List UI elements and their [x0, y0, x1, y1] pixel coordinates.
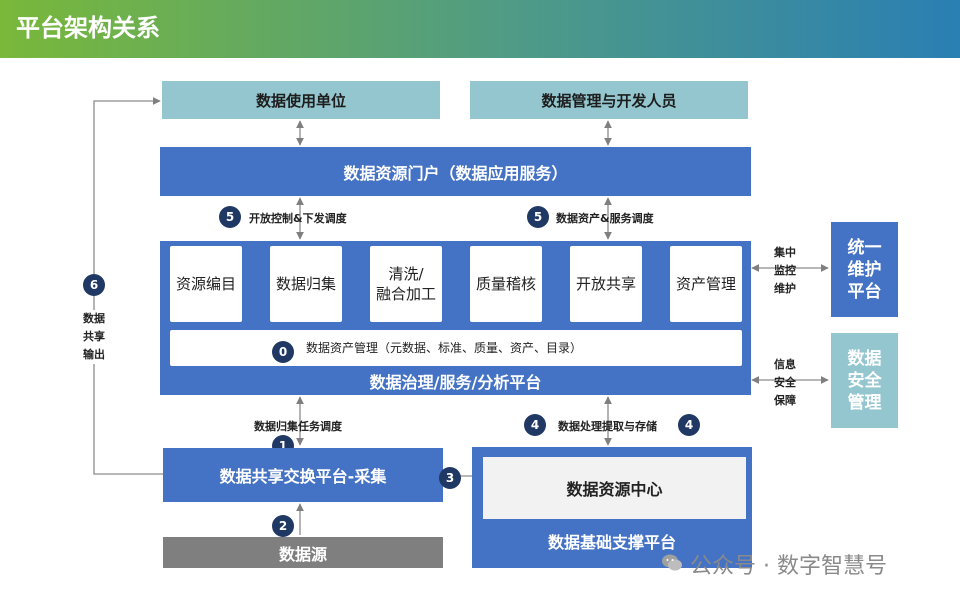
- title-banner: [0, 0, 960, 58]
- security-management-box: 数据 安全 管理: [831, 333, 898, 428]
- step-quality: 质量稽核: [470, 246, 542, 322]
- flow-badge-2: 2: [272, 515, 294, 537]
- data-users-box: 数据使用单位: [162, 81, 440, 119]
- unified-maintenance-box: 统一 维护 平台: [831, 222, 898, 317]
- step-asset: 资产管理: [670, 246, 742, 322]
- step-collect: 数据归集: [270, 246, 342, 322]
- governance-platform-label: 数据治理/服务/分析平台: [369, 373, 542, 392]
- page-title: 平台架构关系: [16, 14, 160, 42]
- asset-service-label: 数据资产&服务调度: [556, 212, 654, 225]
- share-output-label: 数据 共享 输出: [76, 310, 112, 364]
- resource-center-box: 数据资源中心: [483, 457, 746, 519]
- flow-badge-5-left: 5: [219, 206, 241, 228]
- asset-management-bar: [170, 330, 742, 366]
- foundation-platform-label: 数据基础支撑平台: [547, 533, 676, 552]
- flow-badge-4-right: 4: [678, 414, 700, 436]
- monitor-label: 集中 监控 维护: [774, 246, 796, 295]
- process-store-label: 数据处理提取与存储: [558, 420, 657, 433]
- step-catalog: 资源编目: [170, 246, 242, 322]
- governance-platform: [160, 241, 751, 395]
- step-cleanse: 清洗/ 融合加工: [370, 246, 442, 322]
- open-control-label: 开放控制&下发调度: [249, 212, 347, 225]
- flow-badge-5-right: 5: [527, 206, 549, 228]
- data-devs-box: 数据管理与开发人员: [470, 81, 748, 119]
- data-portal-box: 数据资源门户（数据应用服务）: [160, 147, 751, 196]
- flow-badge-6: 6: [83, 274, 105, 296]
- flow-badge-3: 3: [439, 467, 461, 489]
- exchange-platform-box: 数据共享交换平台-采集: [163, 448, 443, 502]
- data-source-box: 数据源: [163, 537, 443, 568]
- watermark-text: 公众号 · 数字智慧号: [690, 554, 887, 579]
- collect-task-label: 数据归集任务调度: [254, 420, 342, 433]
- flow-badge-0: 0: [272, 341, 294, 363]
- asset-management-label: 数据资产管理（元数据、标准、质量、资产、目录）: [306, 341, 583, 355]
- security-label: 信息 安全 保障: [774, 358, 796, 407]
- wechat-icon: [660, 550, 684, 574]
- flow-badge-4-left: 4: [524, 414, 546, 436]
- step-open-share: 开放共享: [570, 246, 642, 322]
